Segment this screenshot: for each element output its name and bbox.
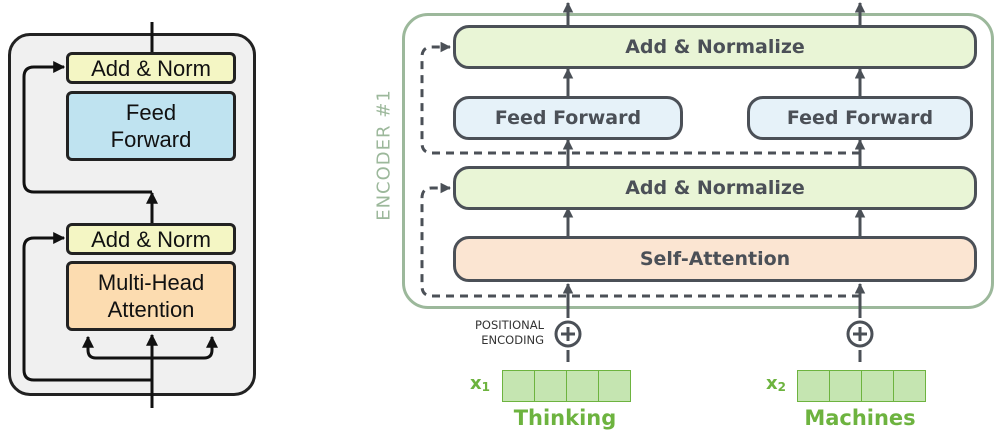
- positional-encoding-line2: ENCODING: [481, 333, 544, 347]
- vector-cell: [797, 370, 830, 402]
- input-2-var: x2: [766, 374, 786, 397]
- input-2-vector: [797, 370, 926, 402]
- add-normalize-bottom-label: Add & Normalize: [625, 177, 805, 199]
- positional-encoding-label: POSITIONAL ENCODING: [448, 318, 544, 348]
- positional-plus-2: [846, 320, 874, 348]
- left-feed-forward-line2: Forward: [110, 127, 192, 152]
- vector-cell: [893, 370, 926, 402]
- feed-forward-right-label: Feed Forward: [786, 107, 934, 129]
- left-wires: [22, 22, 218, 408]
- add-normalize-top-label: Add & Normalize: [625, 36, 805, 58]
- self-attention-label: Self-Attention: [639, 248, 791, 270]
- input-2-word: Machines: [804, 406, 916, 430]
- left-arrow-into-attention-left: [82, 335, 152, 360]
- left-add-norm-top-label: Add & Norm: [91, 55, 211, 81]
- vector-cell: [502, 370, 535, 402]
- left-attention-line1: Multi-Head: [97, 270, 205, 295]
- add-normalize-bottom: Add & Normalize: [453, 166, 977, 210]
- vector-cell: [598, 370, 631, 402]
- left-residual-upper: [22, 61, 152, 194]
- positional-plus-1: [554, 320, 582, 348]
- input-1-word: Thinking: [513, 406, 617, 430]
- feed-forward-left: Feed Forward: [453, 96, 683, 140]
- vector-cell: [566, 370, 599, 402]
- left-add-norm-bottom-label: Add & Norm: [91, 226, 211, 252]
- left-multi-head-attention: Multi-Head Attention: [66, 261, 236, 331]
- left-feed-forward: Feed Forward: [66, 91, 236, 161]
- vector-cell: [829, 370, 862, 402]
- vector-cell: [861, 370, 894, 402]
- input-1-vector: [502, 370, 631, 402]
- left-add-norm-top: Add & Norm: [66, 52, 236, 84]
- positional-encoding-line1: POSITIONAL: [474, 318, 544, 332]
- left-feed-forward-line1: Feed: [125, 100, 177, 125]
- input-1-var-x: x: [470, 373, 482, 394]
- left-add-norm-bottom: Add & Norm: [66, 223, 236, 255]
- input-2-var-x: x: [766, 373, 778, 394]
- input-1-var-sub: 1: [481, 380, 490, 394]
- input-2-var-sub: 2: [777, 380, 786, 394]
- feed-forward-left-label: Feed Forward: [494, 107, 642, 129]
- input-1-var: x1: [470, 374, 490, 397]
- self-attention: Self-Attention: [453, 236, 977, 282]
- vector-cell: [534, 370, 567, 402]
- feed-forward-right: Feed Forward: [747, 96, 973, 140]
- encoder-container: [402, 13, 994, 309]
- left-attention-line2: Attention: [107, 297, 195, 322]
- left-arrow-into-attention-right: [152, 335, 218, 360]
- left-residual-lower: [22, 232, 152, 382]
- add-normalize-top: Add & Normalize: [453, 25, 977, 69]
